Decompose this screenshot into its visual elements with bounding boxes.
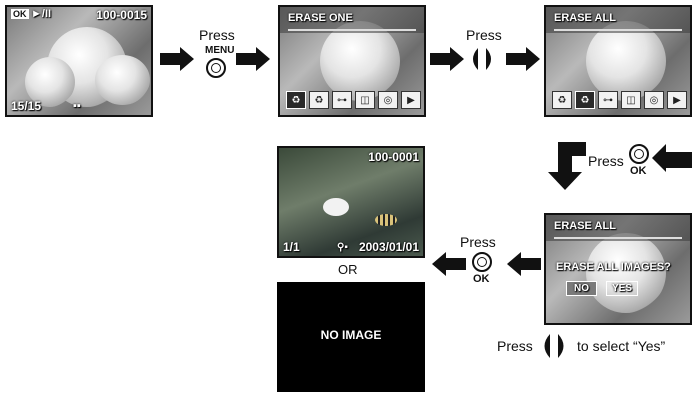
no-option-button[interactable]: NO	[566, 281, 597, 296]
erase-one-icon[interactable]: ♻	[552, 91, 572, 109]
subject-image	[586, 21, 666, 101]
rotate-icon[interactable]: ◫	[621, 91, 641, 109]
erase-all-confirm-screen: ERASE ALL ERASE ALL IMAGES? NO YES	[544, 213, 692, 325]
left-right-button-icon[interactable]	[466, 46, 498, 72]
menu-icon-bar: ♻ ♻ ⊶ ◫ ◎ ▶	[286, 91, 421, 109]
file-number: 100-0001	[368, 150, 419, 164]
left-right-button-icon[interactable]	[537, 332, 571, 360]
menu-title: ERASE ONE	[288, 12, 353, 24]
image-counter: 1/1	[283, 240, 300, 254]
subject-image	[320, 21, 400, 101]
menu-header	[546, 215, 690, 241]
ok-button-label: OK	[630, 165, 647, 177]
erase-all-icon[interactable]: ♻	[575, 91, 595, 109]
step5-press-label: Press	[460, 234, 496, 250]
or-label: OR	[338, 262, 358, 277]
arrow-left-icon	[432, 252, 466, 276]
menu-title: ERASE ALL	[554, 12, 616, 24]
menu-button-icon[interactable]	[206, 58, 226, 78]
ok-button-icon[interactable]	[629, 144, 649, 164]
yes-option-button[interactable]: YES	[606, 281, 639, 296]
erase-one-icon[interactable]: ♻	[286, 91, 306, 109]
arrow-right-icon	[506, 47, 540, 71]
arrow-down-elbow-icon	[548, 142, 586, 190]
menu-icon-bar: ♻ ♻ ⊶ ◫ ◎ ▶	[552, 91, 687, 109]
menu-button-label: MENU	[205, 45, 235, 56]
step4-select-yes-label: to select “Yes”	[577, 338, 666, 354]
arrow-left-elbow-icon	[652, 144, 692, 172]
subject-image-part	[95, 55, 150, 105]
subject-image	[586, 233, 666, 313]
arrow-left-icon	[507, 252, 541, 276]
arrow-right-icon	[236, 47, 270, 71]
step4-press-label: Press	[497, 338, 533, 354]
fish-image	[375, 214, 397, 226]
rotate-icon[interactable]: ◫	[355, 91, 375, 109]
arrow-right-icon	[430, 47, 464, 71]
slideshow-icon[interactable]: ▶	[401, 91, 421, 109]
result-image-screen: 100-0001 1/1 ⚲▪ 2003/01/01	[277, 146, 425, 258]
header-divider	[554, 29, 682, 31]
ok-button-label: OK	[473, 273, 490, 285]
dpof-icon[interactable]: ◎	[378, 91, 398, 109]
capture-date: 2003/01/01	[358, 240, 419, 254]
erase-all-menu-screen: ERASE ALL ♻ ♻ ⊶ ◫ ◎ ▶	[544, 5, 692, 117]
protect-icon[interactable]: ⊶	[598, 91, 618, 109]
ok-button-icon[interactable]	[472, 252, 492, 272]
playback-screen: OK ►/II 100-0015 15/15 ▪▪	[5, 5, 153, 117]
image-counter: 15/15	[11, 99, 42, 113]
subject-image-part	[25, 57, 75, 107]
arrow-right-icon	[160, 47, 194, 71]
slideshow-icon[interactable]: ▶	[667, 91, 687, 109]
step1-press-label: Press	[199, 27, 235, 43]
menu-header	[546, 7, 690, 33]
fish-image	[323, 198, 349, 216]
menu-title: ERASE ALL	[554, 220, 616, 232]
step2-press-label: Press	[466, 27, 502, 43]
menu-header	[280, 7, 424, 33]
file-number: 100-0015	[96, 8, 147, 22]
protect-status-icon: ⚲▪	[337, 242, 348, 253]
step3-press-label: Press	[588, 153, 624, 169]
header-divider	[554, 237, 682, 239]
no-image-message: NO IMAGE	[320, 328, 382, 342]
erase-one-menu-screen: ERASE ONE ♻ ♻ ⊶ ◫ ◎ ▶	[278, 5, 426, 117]
no-image-screen: NO IMAGE	[277, 282, 425, 392]
protect-icon[interactable]: ⊶	[332, 91, 352, 109]
header-divider	[288, 29, 416, 31]
dpof-icon[interactable]: ◎	[644, 91, 664, 109]
movie-icon: ▪▪	[73, 100, 81, 112]
erase-all-icon[interactable]: ♻	[309, 91, 329, 109]
confirm-question: ERASE ALL IMAGES?	[556, 261, 671, 273]
play-pause-icon: ►/II	[31, 8, 52, 20]
ok-badge: OK	[11, 9, 29, 19]
